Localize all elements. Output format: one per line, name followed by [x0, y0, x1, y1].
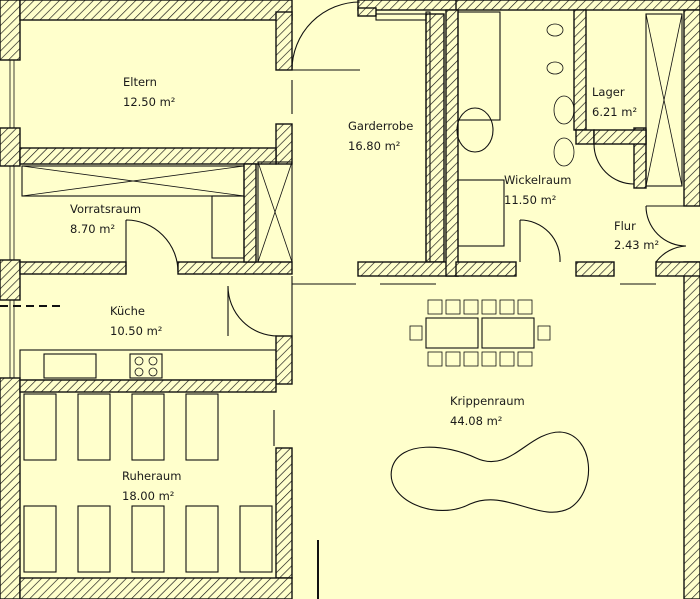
room-name-garderobe: Garderrobe	[348, 119, 413, 133]
room-name-krippenraum: Krippenraum	[450, 394, 525, 408]
room-name-ruheraum: Ruheraum	[122, 469, 181, 483]
doors	[125, 1, 687, 337]
room-area-vorratsraum: 8.70 m²	[70, 222, 115, 236]
room-area-flur: 2.43 m²	[614, 238, 659, 252]
room-area-ruheraum: 18.00 m²	[122, 489, 174, 503]
room-area-wickelraum: 11.50 m²	[504, 193, 556, 207]
room-area-lager: 6.21 m²	[592, 105, 637, 119]
room-name-lager: Lager	[592, 85, 625, 99]
room-area-krippenraum: 44.08 m²	[450, 414, 502, 428]
room-name-wickelraum: Wickelraum	[504, 173, 571, 187]
room-name-flur: Flur	[614, 219, 636, 233]
furniture	[19, 11, 683, 573]
room-area-eltern: 12.50 m²	[123, 95, 175, 109]
room-name-kueche: Küche	[110, 304, 145, 318]
room-name-vorratsraum: Vorratsraum	[70, 202, 141, 216]
room-name-eltern: Eltern	[123, 75, 157, 89]
markers	[0, 80, 656, 599]
room-labels: Eltern 12.50 m² Garderrobe 16.80 m² Lage…	[70, 75, 659, 503]
room-area-garderobe: 16.80 m²	[348, 139, 400, 153]
room-area-kueche: 10.50 m²	[110, 324, 162, 338]
